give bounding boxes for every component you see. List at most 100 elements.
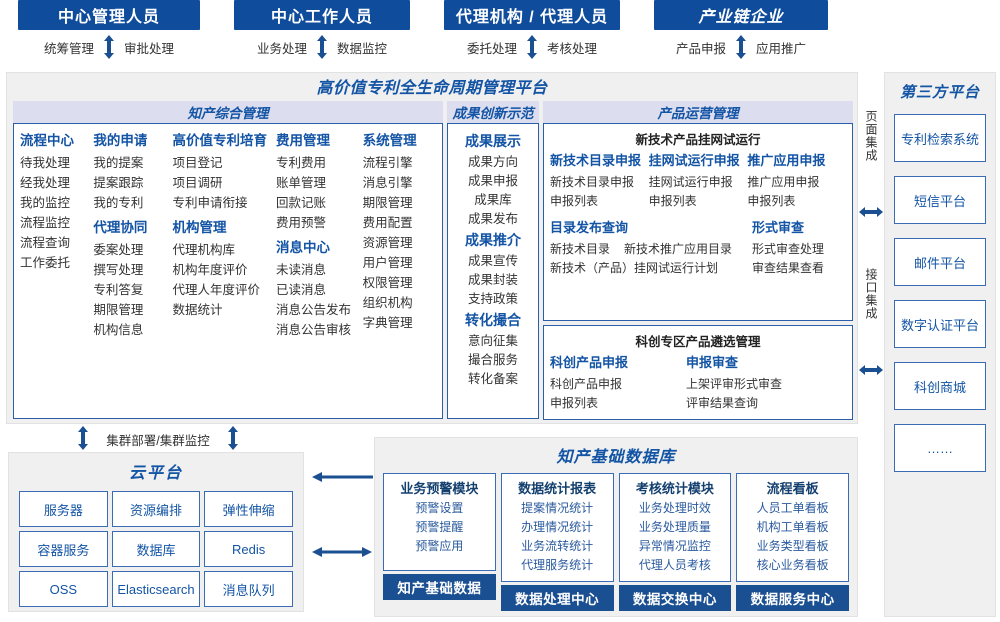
ipm-item-3-1-3[interactable]: 消息公告审核 <box>276 323 352 337</box>
po1-item-0-0[interactable]: 新技术目录申报 <box>550 175 635 189</box>
ipm-item-3-1-0[interactable]: 未读消息 <box>276 263 327 277</box>
ipm-item-0-0-0[interactable]: 待我处理 <box>20 156 71 170</box>
achieve-item-1-2[interactable]: 支持政策 <box>467 292 518 306</box>
db-card-item-0-1[interactable]: 预警提醒 <box>415 520 464 534</box>
db-card-item-3-1[interactable]: 机构工单看板 <box>756 520 829 534</box>
achieve-item-1-0[interactable]: 成果宣传 <box>467 254 518 268</box>
ipm-item-0-0-5[interactable]: 工作委托 <box>20 256 71 270</box>
db-card-item-2-1[interactable]: 业务处理质量 <box>638 520 711 534</box>
db-card-item-0-0[interactable]: 预警设置 <box>415 501 464 515</box>
ipm-item-3-0-0[interactable]: 专利费用 <box>276 156 327 170</box>
ipm-item-2-1-3[interactable]: 数据统计 <box>172 303 223 317</box>
cloud-item-3[interactable]: 容器服务 <box>19 531 108 567</box>
cloud-item-4[interactable]: 数据库 <box>111 531 201 567</box>
cloud-item-1[interactable]: 资源编排 <box>111 491 201 527</box>
ipm-item-2-0-1[interactable]: 项目调研 <box>172 176 223 190</box>
po3-item-1-0[interactable]: 上架评审形式审查 <box>686 377 783 391</box>
ipm-item-2-0-2[interactable]: 专利申请衔接 <box>172 196 248 210</box>
po2-item-1-0[interactable]: 形式审查处理 <box>752 242 825 256</box>
db-card-item-1-1[interactable]: 办理情况统计 <box>521 520 594 534</box>
po3-item-1-1[interactable]: 评审结果查询 <box>686 396 759 410</box>
ipm-item-4-0-5[interactable]: 用户管理 <box>362 256 413 270</box>
po2-inline-item-0-0[interactable]: 新技术目录 <box>550 242 611 256</box>
role-flows-3: 产品申报应用推广 <box>654 30 828 64</box>
ipm-item-4-0-0[interactable]: 流程引擎 <box>362 156 413 170</box>
db-column-1: 数据统计报表提案情况统计办理情况统计业务流转统计代理服务统计数据处理中心 <box>500 473 614 611</box>
ipm-item-4-0-6[interactable]: 权限管理 <box>362 276 413 290</box>
ipm-item-0-0-2[interactable]: 我的监控 <box>20 196 71 210</box>
db-card-item-1-2[interactable]: 业务流转统计 <box>521 539 594 553</box>
cloud-item-8[interactable]: 消息队列 <box>204 571 293 607</box>
third-party-item-5[interactable]: …… <box>894 424 986 472</box>
db-card-item-1-3[interactable]: 代理服务统计 <box>521 558 594 572</box>
ipm-item-1-0-1[interactable]: 提案跟踪 <box>93 176 144 190</box>
achieve-item-2-1[interactable]: 撮合服务 <box>467 353 518 367</box>
ipm-item-3-0-1[interactable]: 账单管理 <box>276 176 327 190</box>
ipm-item-3-0-2[interactable]: 回款记账 <box>276 196 327 210</box>
third-party-panel: 第三方平台 专利检索系统短信平台邮件平台数字认证平台科创商城…… <box>884 72 996 617</box>
po2-item-0-0[interactable]: 新技术（产品）挂网试运行计划 <box>550 261 719 275</box>
db-card-item-3-3[interactable]: 核心业务看板 <box>756 558 829 572</box>
db-card-item-0-2[interactable]: 预警应用 <box>415 539 464 553</box>
third-party-item-0[interactable]: 专利检索系统 <box>894 114 986 162</box>
ipm-item-4-0-7[interactable]: 组织机构 <box>362 296 413 310</box>
ipm-item-2-0-0[interactable]: 项目登记 <box>172 156 223 170</box>
ipm-item-4-0-1[interactable]: 消息引擎 <box>362 176 413 190</box>
third-party-item-2[interactable]: 邮件平台 <box>894 238 986 286</box>
po1-item-2-0[interactable]: 推广应用申报 <box>747 175 820 189</box>
cloud-item-0[interactable]: 服务器 <box>19 491 108 527</box>
cloud-item-6[interactable]: OSS <box>19 571 108 607</box>
ipm-item-1-0-2[interactable]: 我的专利 <box>93 196 144 210</box>
db-card-item-2-3[interactable]: 代理人员考核 <box>638 558 711 572</box>
ipm-item-1-1-2[interactable]: 专利答复 <box>93 283 144 297</box>
ipm-item-1-1-1[interactable]: 撰写处理 <box>93 263 144 277</box>
ipm-item-2-1-1[interactable]: 机构年度评价 <box>172 263 248 277</box>
db-card-item-3-2[interactable]: 业务类型看板 <box>756 539 829 553</box>
cloud-item-5[interactable]: Redis <box>204 531 293 567</box>
ipm-item-1-1-0[interactable]: 委案处理 <box>93 243 144 257</box>
po2-item-1-1[interactable]: 审查结果查看 <box>752 261 825 275</box>
achieve-item-0-0[interactable]: 成果方向 <box>467 155 518 169</box>
ipm-item-3-0-3[interactable]: 费用预警 <box>276 216 327 230</box>
cloud-item-2[interactable]: 弹性伸缩 <box>204 491 293 527</box>
po1-item-2-1[interactable]: 申报列表 <box>747 194 796 208</box>
third-party-item-3[interactable]: 数字认证平台 <box>894 300 986 348</box>
db-card-item-2-0[interactable]: 业务处理时效 <box>638 501 711 515</box>
db-footer-1[interactable]: 数据处理中心 <box>500 585 614 611</box>
ipm-item-4-0-2[interactable]: 期限管理 <box>362 196 413 210</box>
po1-item-1-0[interactable]: 挂网试运行申报 <box>648 175 733 189</box>
third-party-item-4[interactable]: 科创商城 <box>894 362 986 410</box>
ipm-item-2-1-2[interactable]: 代理人年度评价 <box>172 283 260 297</box>
po3-item-0-1[interactable]: 申报列表 <box>550 396 599 410</box>
po3-item-0-0[interactable]: 科创产品申报 <box>550 377 623 391</box>
po1-item-1-1[interactable]: 申报列表 <box>648 194 697 208</box>
ipm-item-0-0-4[interactable]: 流程查询 <box>20 236 71 250</box>
achieve-item-0-3[interactable]: 成果发布 <box>467 212 518 226</box>
db-footer-0[interactable]: 知产基础数据 <box>383 574 496 600</box>
cloud-item-7[interactable]: Elasticsearch <box>111 571 201 607</box>
ipm-item-4-0-3[interactable]: 费用配置 <box>362 216 413 230</box>
db-footer-2[interactable]: 数据交换中心 <box>618 585 732 611</box>
ipm-item-1-0-0[interactable]: 我的提案 <box>93 156 144 170</box>
ipm-item-3-1-1[interactable]: 已读消息 <box>276 283 327 297</box>
ipm-item-1-1-3[interactable]: 期限管理 <box>93 303 144 317</box>
achieve-item-1-1[interactable]: 成果封装 <box>467 273 518 287</box>
po1-item-0-1[interactable]: 申报列表 <box>550 194 599 208</box>
achieve-item-0-2[interactable]: 成果库 <box>474 193 512 207</box>
db-card-item-2-2[interactable]: 异常情况监控 <box>638 539 711 553</box>
db-card-item-1-0[interactable]: 提案情况统计 <box>521 501 594 515</box>
ipm-item-2-1-0[interactable]: 代理机构库 <box>172 243 235 257</box>
ipm-item-0-0-3[interactable]: 流程监控 <box>20 216 71 230</box>
achieve-item-2-0[interactable]: 意向征集 <box>467 334 518 348</box>
db-footer-3[interactable]: 数据服务中心 <box>736 585 849 611</box>
third-party-item-1[interactable]: 短信平台 <box>894 176 986 224</box>
ipm-item-3-1-2[interactable]: 消息公告发布 <box>276 303 352 317</box>
ipm-item-0-0-1[interactable]: 经我处理 <box>20 176 71 190</box>
achieve-item-0-1[interactable]: 成果申报 <box>467 174 518 188</box>
ipm-item-4-0-4[interactable]: 资源管理 <box>362 236 413 250</box>
ipm-item-1-1-4[interactable]: 机构信息 <box>93 323 144 337</box>
ipm-item-4-0-8[interactable]: 字典管理 <box>362 316 413 330</box>
achieve-item-2-2[interactable]: 转化备案 <box>467 372 518 386</box>
db-card-item-3-0[interactable]: 人员工单看板 <box>756 501 829 515</box>
po2-inline-item-0-1[interactable]: 新技术推广应用目录 <box>624 242 733 256</box>
